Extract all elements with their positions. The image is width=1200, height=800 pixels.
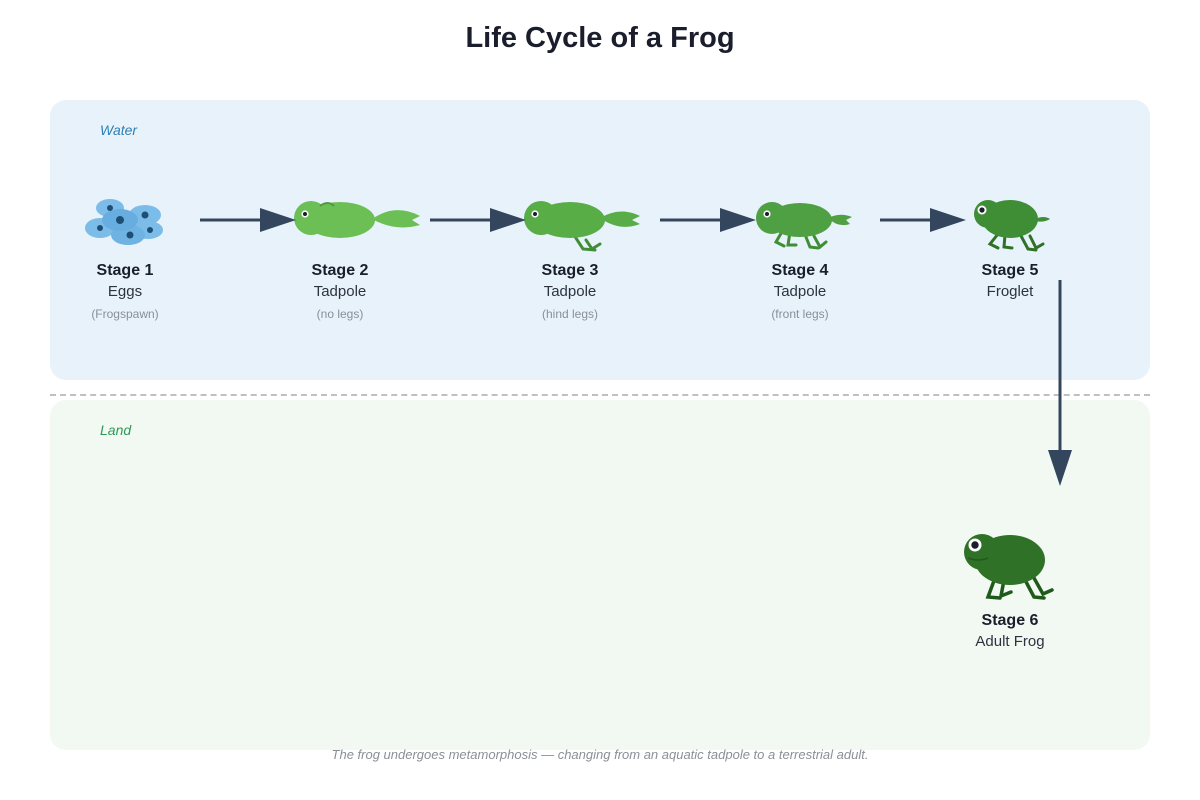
adult-frog-icon xyxy=(964,534,1054,600)
stage-2: Stage 2 Tadpole (no legs) xyxy=(260,261,420,322)
stage-note: (front legs) xyxy=(771,307,829,321)
stage-name: Tadpole xyxy=(773,283,827,300)
stage-name: Tadpole xyxy=(543,283,597,300)
tadpole-hind-legs-icon xyxy=(524,201,640,252)
stage-number: Stage 1 xyxy=(96,262,154,279)
tadpole-front-legs-icon xyxy=(756,202,852,250)
stage-name: Froglet xyxy=(986,283,1034,300)
stage-name: Eggs xyxy=(107,283,143,300)
water-zone xyxy=(50,100,1150,380)
diagram-title: Life Cycle of a Frog xyxy=(465,22,735,54)
stage-1: Stage 1 Eggs (Frogspawn) xyxy=(45,261,205,322)
arrow-stage4-to-stage5 xyxy=(880,208,966,232)
arrow-stage2-to-stage3 xyxy=(430,208,526,232)
stage-number: Stage 6 xyxy=(981,612,1039,629)
diagram-caption: The frog undergoes metamorphosis — chang… xyxy=(331,747,869,762)
stage-number: Stage 3 xyxy=(541,262,599,279)
eggs-icon xyxy=(85,199,163,245)
stage-4: Stage 4 Tadpole (front legs) xyxy=(720,261,880,322)
arrow-stage1-to-stage2 xyxy=(200,208,296,232)
stage-note: (hind legs) xyxy=(541,307,599,321)
stage-name: Adult Frog xyxy=(975,633,1045,650)
stage-name: Tadpole xyxy=(313,283,367,300)
tadpole-icon xyxy=(294,201,420,238)
water-zone-label: Water xyxy=(100,122,138,138)
zone-divider xyxy=(50,394,1150,396)
stage-number: Stage 5 xyxy=(981,262,1039,279)
stage-6: Stage 6 Adult Frog xyxy=(930,611,1090,652)
land-zone-label: Land xyxy=(100,422,132,438)
land-zone xyxy=(50,400,1150,750)
stage-number: Stage 4 xyxy=(771,262,829,279)
stage-number: Stage 2 xyxy=(311,262,369,279)
froglet-icon xyxy=(974,200,1050,252)
stage-3: Stage 3 Tadpole (hind legs) xyxy=(490,261,650,322)
stage-note: (Frogspawn) xyxy=(91,307,159,321)
arrow-stage3-to-stage4 xyxy=(660,208,756,232)
arrow-stage5-to-stage6 xyxy=(1048,280,1072,486)
stage-5: Stage 5 Froglet xyxy=(930,261,1090,302)
stage-note: (no legs) xyxy=(316,307,364,321)
